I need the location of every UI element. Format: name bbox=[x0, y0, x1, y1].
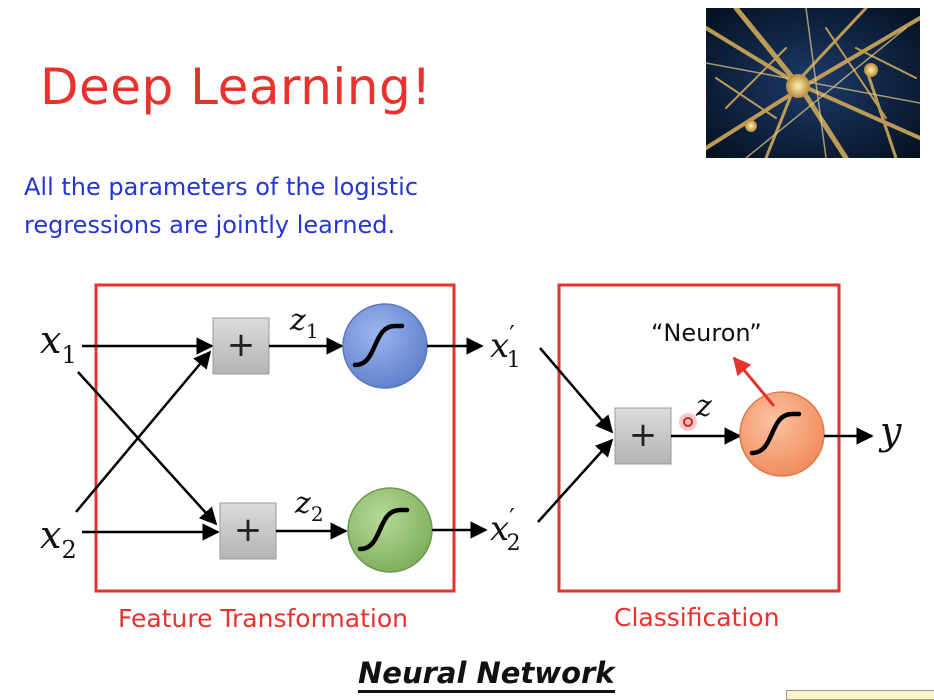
svg-text:+: + bbox=[234, 510, 263, 550]
edge-x1-sum2 bbox=[77, 371, 218, 526]
feature-transformation-caption: Feature Transformation bbox=[118, 604, 408, 633]
classification-box bbox=[557, 283, 841, 593]
edge-x2-sum1 bbox=[75, 350, 212, 513]
z2-label: z2 bbox=[294, 486, 324, 526]
neuron-pointer-arrow bbox=[732, 356, 776, 407]
cursor-highlight bbox=[679, 413, 697, 431]
sum-node-2: + bbox=[219, 502, 277, 560]
feature-transformation-box bbox=[94, 283, 456, 593]
sum-node-1: + bbox=[212, 317, 270, 375]
svg-text:+: + bbox=[227, 325, 256, 365]
x1-prime-label: x′1 bbox=[490, 321, 521, 373]
sigmoid-curve-icon bbox=[352, 323, 405, 368]
neuron-photo bbox=[706, 8, 920, 158]
subtitle-line-1: All the parameters of the logistic bbox=[24, 173, 419, 201]
sigmoid-node-output bbox=[739, 391, 825, 477]
slide-title: Deep Learning! bbox=[40, 58, 432, 116]
slide-subtitle: All the parameters of the logistic regre… bbox=[24, 168, 544, 244]
svg-text:+: + bbox=[629, 415, 658, 455]
z1-label: z1 bbox=[289, 303, 319, 343]
input-x1-label: x1 bbox=[40, 318, 77, 369]
neural-network-heading: Neural Network bbox=[358, 656, 615, 693]
classification-caption: Classification bbox=[614, 603, 780, 632]
sigmoid-node-1 bbox=[342, 303, 428, 389]
z-label: z bbox=[695, 389, 712, 424]
subtitle-line-2: regressions are jointly learned. bbox=[24, 211, 396, 239]
sigmoid-curve-icon bbox=[749, 411, 802, 456]
neuron-annotation: “Neuron” bbox=[651, 319, 762, 347]
edge-x1prime-sum3 bbox=[539, 347, 614, 434]
output-y-label: y bbox=[878, 409, 902, 453]
sigmoid-node-2 bbox=[347, 487, 433, 573]
sum-node-3: + bbox=[614, 407, 672, 465]
input-x2-label: x2 bbox=[40, 513, 77, 564]
corner-tag bbox=[786, 690, 934, 700]
x2-prime-label: x′2 bbox=[490, 504, 521, 556]
sigmoid-curve-icon bbox=[357, 507, 410, 552]
edge-x2prime-sum3 bbox=[537, 438, 614, 523]
